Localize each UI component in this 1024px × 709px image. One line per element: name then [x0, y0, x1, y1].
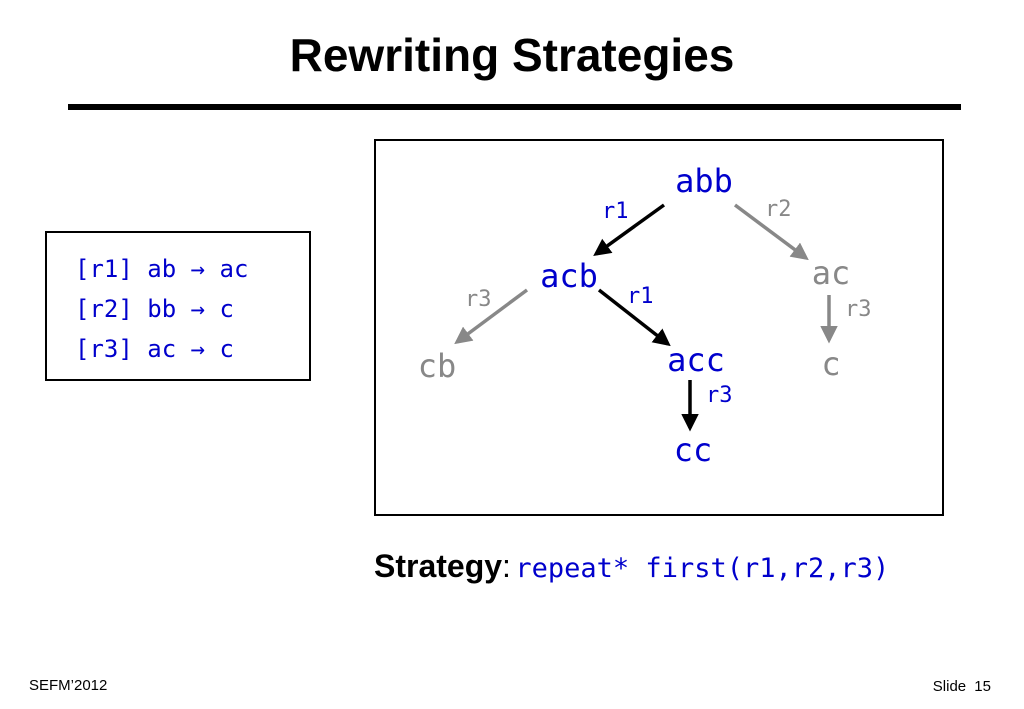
rule-r3-rhs: c [219, 335, 234, 363]
rule-r3-arrow: → [190, 335, 206, 363]
node-acb: acb [540, 257, 598, 295]
strategy-colon: : [502, 548, 511, 584]
rule-r1-lhs: ab [147, 255, 177, 283]
rule-r2-arrow: → [190, 295, 206, 323]
edge-label-ac-c: r3 [845, 297, 872, 322]
node-cb: cb [418, 347, 457, 385]
rule-r2-rhs: c [219, 295, 234, 323]
edge-label-abb-acb: r1 [602, 199, 629, 224]
rule-r3-lhs: ac [147, 335, 177, 363]
node-c: c [821, 345, 840, 383]
node-cc: cc [674, 431, 713, 469]
edge-acb-acc [597, 288, 671, 347]
rule-r2: [r2] bb → c [75, 295, 234, 323]
edge-acb-cb [454, 288, 529, 345]
edge-abb-ac [733, 203, 809, 261]
strategy-keyword: Strategy [374, 548, 503, 584]
rule-r3: [r3] ac → c [75, 335, 234, 363]
node-ac: ac [812, 254, 851, 292]
rule-r1-rhs: ac [219, 255, 249, 283]
rule-r2-label: [r2] [75, 295, 133, 323]
edge-label-acb-acc: r1 [627, 284, 654, 309]
rule-r1-arrow: → [190, 255, 206, 283]
rule-r3-label: [r3] [75, 335, 133, 363]
rewrite-rules-box: [r1] ab → ac [r2] bb → c [r3] ac → c [45, 231, 311, 381]
title-divider [68, 104, 961, 110]
edge-abb-acb [593, 203, 666, 257]
rule-r1: [r1] ab → ac [75, 255, 248, 283]
rule-r2-lhs: bb [147, 295, 177, 323]
edge-label-abb-ac: r2 [765, 197, 792, 222]
footer-slide-number: Slide 15 [932, 678, 991, 695]
node-acc: acc [667, 341, 725, 379]
edge-label-acc-cc: r3 [706, 383, 733, 408]
strategy-line: Strategy: repeat* first(r1,r2,r3) [374, 548, 889, 585]
strategy-code: repeat* first(r1,r2,r3) [515, 553, 890, 584]
slide-title: Rewriting Strategies [289, 29, 735, 81]
node-abb: abb [675, 162, 733, 200]
edge-label-acb-cb: r3 [465, 287, 492, 312]
rewrite-tree-box [374, 139, 944, 516]
rule-r1-label: [r1] [75, 255, 133, 283]
footer-conference: SEFM’2012 [29, 677, 108, 694]
